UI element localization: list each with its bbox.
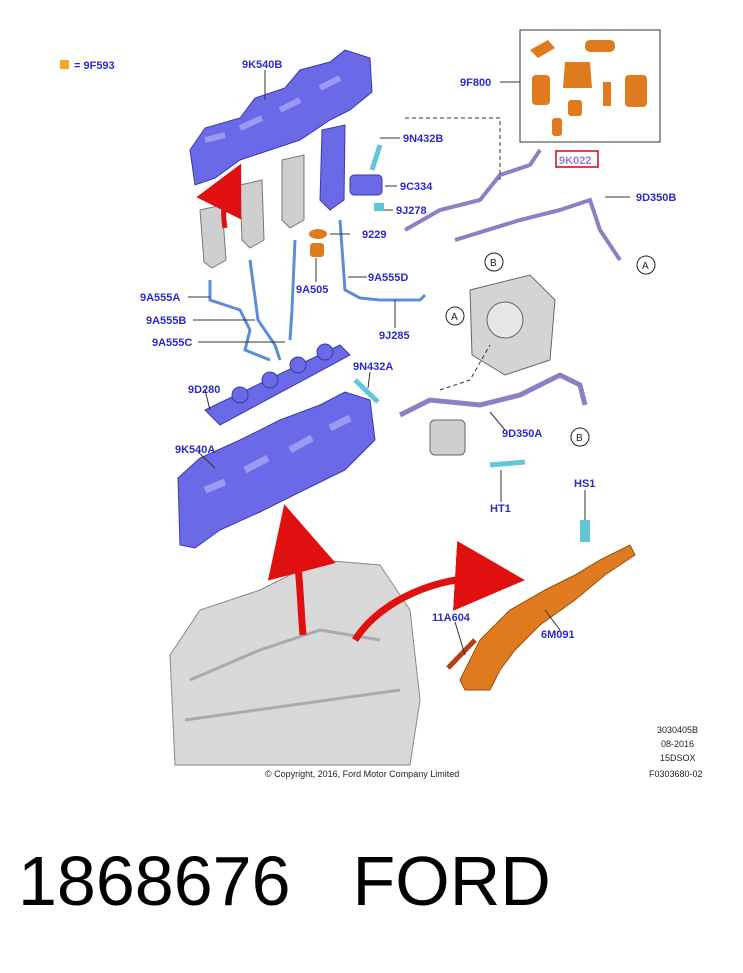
bolt-9n432a-part xyxy=(353,378,380,404)
callout-b-pump: B xyxy=(484,252,504,272)
label-6m091: 6M091 xyxy=(541,629,575,641)
label-9229: 9229 xyxy=(362,229,386,241)
svg-text:B: B xyxy=(576,433,583,444)
label-9j278: 9J278 xyxy=(396,205,427,217)
label-9n432b: 9N432B xyxy=(403,133,443,145)
label-9n432a: 9N432A xyxy=(353,361,393,373)
label-9k540b: 9K540B xyxy=(242,59,282,71)
label-ht1: HT1 xyxy=(490,503,511,515)
label-hs1: HS1 xyxy=(574,478,595,490)
fuel-system-exploded-diagram: = 9F593 xyxy=(60,29,703,779)
red-arrow-to-harness xyxy=(352,540,525,642)
label-11a604: 11A604 xyxy=(432,612,471,624)
label-9a505: 9A505 xyxy=(296,284,328,296)
label-9a555d: 9A555D xyxy=(368,272,408,284)
red-arrow-to-cover xyxy=(196,163,242,229)
label-9f800: 9F800 xyxy=(460,77,491,89)
label-9d280: 9D280 xyxy=(188,384,220,396)
kit-9f800-box xyxy=(519,29,661,143)
meta-date: 08-2016 xyxy=(661,739,694,749)
connector-9j278-part xyxy=(374,203,384,211)
legend-text: = 9F593 xyxy=(74,60,115,72)
harness-6m091-part xyxy=(459,544,636,691)
label-9a555c: 9A555C xyxy=(152,337,192,349)
fuel-rail-part xyxy=(204,343,351,426)
ht1-bolt-part xyxy=(489,459,526,468)
label-9j285: 9J285 xyxy=(379,330,410,342)
lower-injector-cover-part xyxy=(177,391,376,549)
upper-injector-cover-part xyxy=(189,49,373,186)
label-9k022: 9K022 xyxy=(559,155,591,167)
svg-text:B: B xyxy=(490,258,497,269)
high-pressure-fuel-pump-part xyxy=(469,274,556,376)
washer-9229-part xyxy=(309,229,327,239)
return-line-lower-part xyxy=(398,372,588,418)
glow-plug-11a604-part xyxy=(446,638,477,670)
part-number: 1868676 xyxy=(18,842,291,920)
sensor-hs1-part xyxy=(580,520,590,542)
label-9k540a: 9K540A xyxy=(175,444,215,456)
meta-figure: F0303680-02 xyxy=(649,769,703,779)
brand-name: FORD xyxy=(352,842,551,920)
pressure-regulator-part xyxy=(429,419,466,456)
callout-b-line: B xyxy=(570,427,590,447)
legend-marker xyxy=(60,60,69,69)
return-line-upper-part xyxy=(404,148,622,262)
label-9d350a: 9D350A xyxy=(502,428,542,440)
sensor-9c334-part xyxy=(349,174,383,196)
callout-a-line: A xyxy=(636,255,656,275)
label-9a555a: 9A555A xyxy=(140,292,180,304)
leader-lines xyxy=(188,70,630,656)
meta-model: 15DSOX xyxy=(660,753,696,763)
clamp-9n432b-part xyxy=(369,144,383,171)
red-arrow-to-lower-cover xyxy=(267,504,336,636)
callout-a-pump: A xyxy=(445,306,465,326)
label-9c334: 9C334 xyxy=(400,181,433,193)
meta-code: 3030405B xyxy=(657,725,698,735)
engine-block-illustration xyxy=(169,559,421,766)
highlight-box-9k022 xyxy=(555,150,599,168)
label-9d350b: 9D350B xyxy=(636,192,676,204)
label-9a555b: 9A555B xyxy=(146,315,186,327)
copyright-text: © Copyright, 2016, Ford Motor Company Li… xyxy=(265,769,459,779)
seal-9a505-part xyxy=(310,243,324,257)
svg-text:A: A xyxy=(642,261,649,272)
svg-text:A: A xyxy=(451,312,458,323)
